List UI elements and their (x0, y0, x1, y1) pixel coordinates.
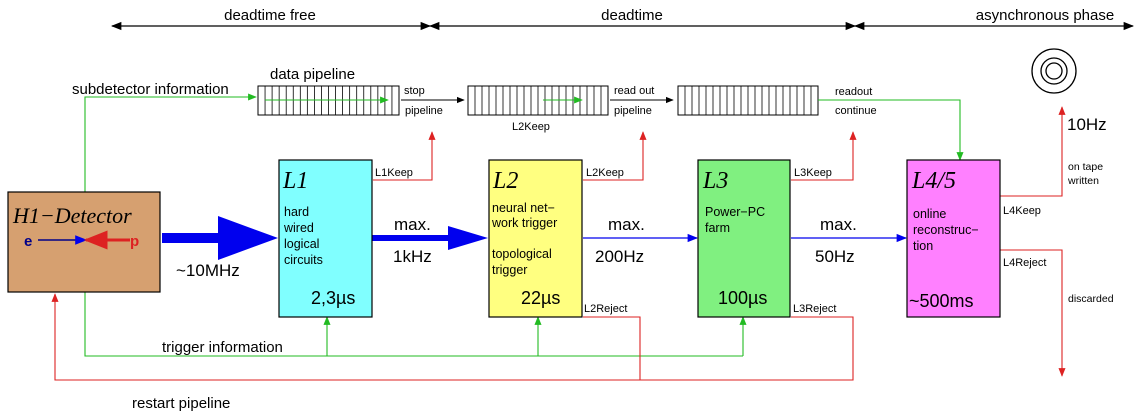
l2-box: L2 neural net− work trigger topological … (488, 159, 583, 318)
data-flow-arrows (162, 216, 908, 260)
l1-title: L1 (282, 168, 308, 194)
written-label: written (1067, 175, 1099, 187)
l1-keep-label: L1Keep (375, 167, 413, 179)
pipeline-l2keep-label: L2Keep (512, 121, 550, 133)
l3-reject-label: L3Reject (793, 303, 836, 315)
phase-label-async: asynchronous phase (976, 7, 1114, 24)
max-label-2: max. (608, 215, 645, 234)
l45-desc: online reconstruc− tion (913, 207, 982, 253)
trigger-information-label: trigger information (162, 339, 283, 356)
l45-reject-label: L4Reject (1003, 257, 1046, 269)
data-pipeline-label: data pipeline (270, 66, 355, 83)
green-connections (84, 93, 964, 357)
l45-title: L4/5 (911, 168, 956, 194)
rate-200hz: 200Hz (595, 247, 644, 266)
read-out-label: read out (614, 85, 654, 97)
flow-arrow-10mhz (162, 216, 278, 260)
tape-reel-icon (1031, 48, 1077, 94)
rate-10mhz: ~10MHz (176, 261, 240, 280)
l45-box: L4/5 online reconstruc− tion ~500ms (906, 159, 1001, 318)
subdetector-information-label: subdetector information (72, 81, 229, 98)
proton-label: p (130, 233, 139, 250)
rate-50hz: 50Hz (815, 247, 855, 266)
l1-desc: hard wired logical circuits (283, 205, 323, 267)
l3-title: L3 (702, 168, 728, 194)
max-label-3: max. (820, 215, 857, 234)
l2-reject-label: L2Reject (584, 303, 627, 315)
l3-time: 100µs (718, 288, 767, 308)
phase-label-deadtime: deadtime (601, 7, 663, 24)
detector-title: H1−Detector (12, 203, 132, 228)
stop-label: stop (404, 85, 425, 97)
pipeline-label-1: pipeline (405, 105, 443, 117)
l2-desc: neural net− work trigger topological tri… (491, 201, 561, 277)
flow-arrow-1khz (372, 226, 488, 250)
continue-label: continue (835, 105, 877, 117)
restart-pipeline-label: restart pipeline (132, 395, 230, 412)
l3-desc: Power−PC farm (705, 205, 769, 235)
h1-detector-box: H1−Detector e p (7, 191, 161, 293)
max-label-1: max. (394, 215, 431, 234)
rate-10hz: 10Hz (1067, 115, 1107, 134)
readout-label: readout (835, 86, 872, 98)
pipeline-label-2: pipeline (614, 105, 652, 117)
l2-keep-label: L2Keep (586, 167, 624, 179)
l1-time: 2,3µs (311, 288, 355, 308)
red-connections (51, 106, 1066, 381)
electron-label: e (24, 233, 32, 250)
phase-label-deadtime-free: deadtime free (224, 7, 316, 24)
l3-box: L3 Power−PC farm 100µs (697, 159, 791, 318)
l45-keep-label: L4Keep (1003, 205, 1041, 217)
l2-title: L2 (492, 168, 518, 194)
phase-header: deadtime free deadtime asynchronous phas… (110, 7, 1135, 31)
pipeline-3 (677, 85, 819, 116)
on-tape-label: on tape (1068, 161, 1103, 173)
discarded-label: discarded (1068, 293, 1114, 305)
l1-box: L1 hard wired logical circuits 2,3µs (278, 159, 373, 318)
pipeline-2 (467, 85, 609, 116)
l3-keep-label: L3Keep (794, 167, 832, 179)
l2-time: 22µs (521, 288, 560, 308)
rate-1khz: 1kHz (393, 247, 432, 266)
l45-time: ~500ms (909, 291, 974, 311)
